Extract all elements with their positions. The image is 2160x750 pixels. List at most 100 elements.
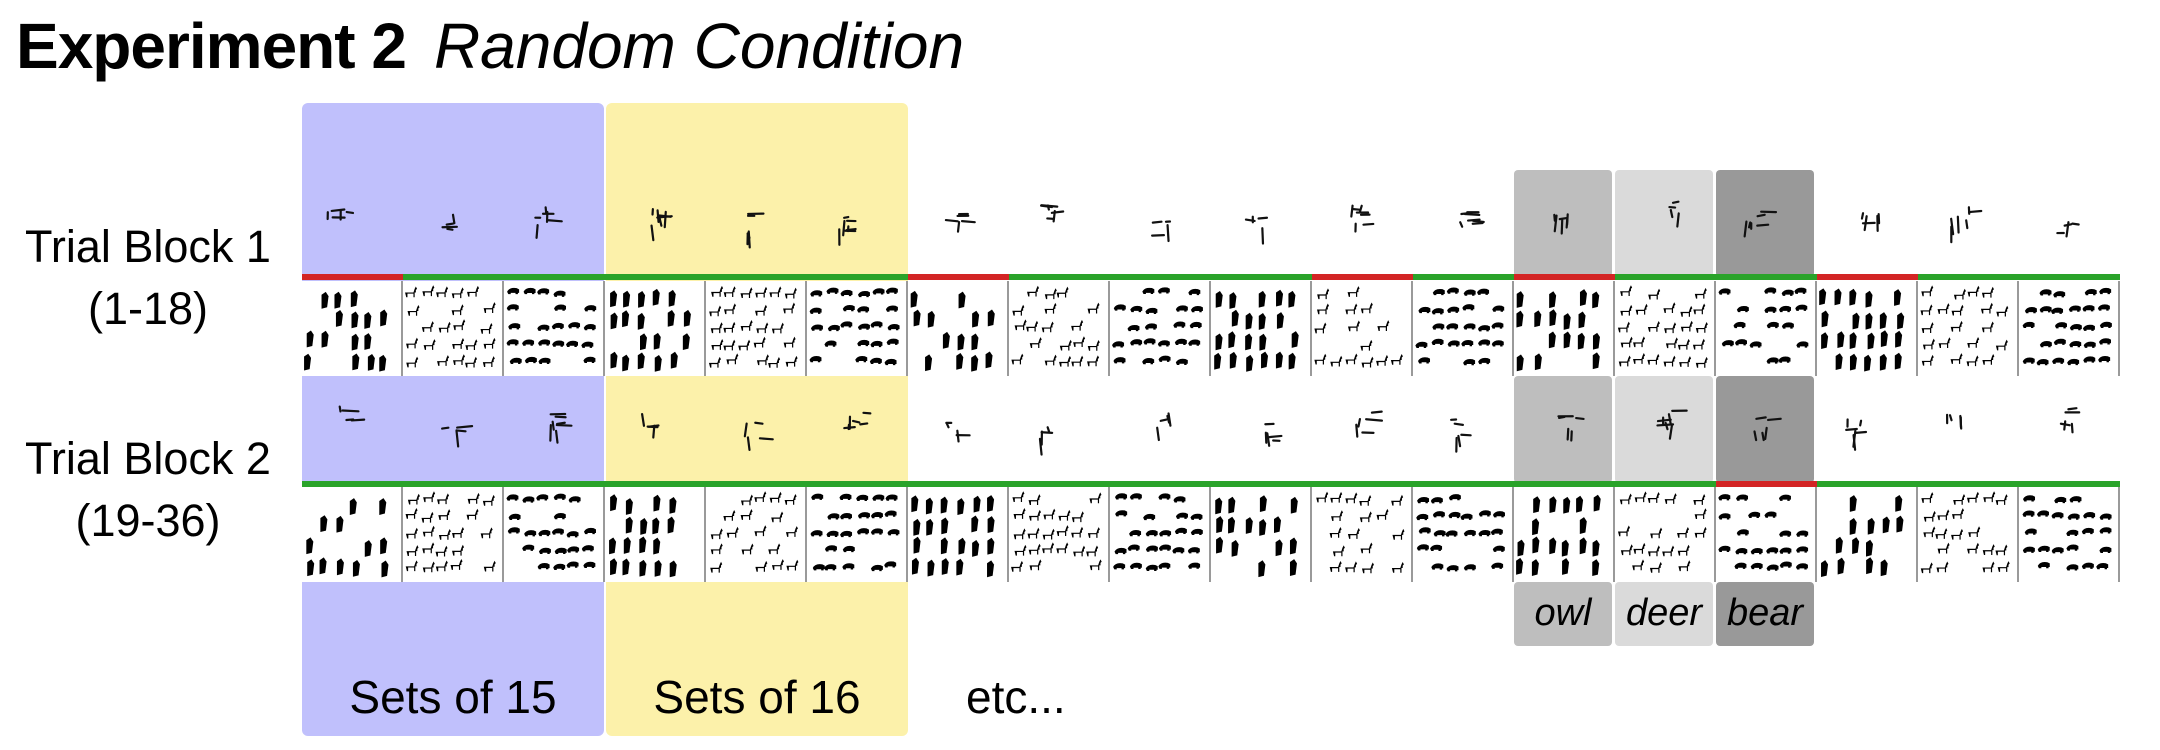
animal-grid-owl xyxy=(605,281,704,376)
animal-grid-owl xyxy=(1211,487,1310,582)
feedback-bar-correct xyxy=(1615,481,1716,487)
feedback-bar-correct xyxy=(2019,481,2120,487)
word-symbol xyxy=(721,398,791,458)
grid-separator xyxy=(1815,281,1817,376)
animal-grid-bear xyxy=(807,281,906,376)
grid-separator xyxy=(2118,487,2120,582)
block-1-title: Trial Block 1 xyxy=(25,221,271,272)
word-symbol xyxy=(1428,398,1498,458)
animal-grid-owl xyxy=(908,281,1007,376)
animal-grid-deer xyxy=(403,281,502,376)
animal-grid-deer xyxy=(1615,281,1714,376)
grid-separator xyxy=(2118,281,2120,376)
grid-separator xyxy=(906,281,908,376)
sets-of-16-region xyxy=(606,103,908,736)
feedback-bar-correct xyxy=(908,481,1009,487)
grid-separator xyxy=(2017,487,2019,582)
word-symbol xyxy=(317,398,387,458)
deer-column-block-2 xyxy=(1615,376,1713,483)
block-2-label: Trial Block 2 (19-36) xyxy=(0,428,296,552)
word-symbol xyxy=(923,398,993,458)
deer-column-block-1 xyxy=(1615,170,1713,277)
feedback-bar-correct xyxy=(1615,274,1716,280)
grid-separator xyxy=(1613,487,1615,582)
animal-grid-owl xyxy=(302,281,401,376)
animal-grid-deer xyxy=(1918,487,2017,582)
feedback-bar-correct xyxy=(403,481,504,487)
animal-grid-deer xyxy=(403,487,502,582)
animal-grid-bear xyxy=(504,281,603,376)
sets-of-16-label: Sets of 16 xyxy=(653,671,861,723)
feedback-bar-incorrect xyxy=(1817,274,1918,280)
deer-label-box: deer xyxy=(1615,582,1713,646)
animal-grid-deer xyxy=(1009,487,1108,582)
word-symbol xyxy=(2034,398,2104,458)
feedback-bar-correct xyxy=(1211,274,1312,280)
feedback-bar-correct xyxy=(1211,481,1312,487)
block-2-title: Trial Block 2 xyxy=(25,433,271,484)
feedback-bar-correct xyxy=(1009,481,1110,487)
word-symbol xyxy=(1933,192,2003,252)
feedback-bar-correct xyxy=(1918,274,2019,280)
word-symbol xyxy=(1125,192,1195,252)
animal-grid-owl xyxy=(1514,487,1613,582)
word-symbol xyxy=(1630,192,1700,252)
block-1-range: (1-18) xyxy=(87,283,209,334)
animal-grid-deer xyxy=(1009,281,1108,376)
word-symbol xyxy=(822,398,892,458)
animal-grid-bear xyxy=(1110,487,1209,582)
feedback-bar-correct xyxy=(706,274,807,280)
grid-separator xyxy=(1209,487,1211,582)
sets-of-15-label: Sets of 15 xyxy=(349,671,557,723)
word-symbol xyxy=(1731,192,1801,252)
animal-grid-owl xyxy=(908,487,1007,582)
bear-label: bear xyxy=(1726,592,1804,634)
word-symbol xyxy=(923,192,993,252)
animal-grid-bear xyxy=(2019,487,2118,582)
bear-column-block-1 xyxy=(1716,170,1814,277)
animal-grid-deer xyxy=(1312,281,1411,376)
grid-separator xyxy=(1714,281,1716,376)
feedback-bar-correct xyxy=(1110,481,1211,487)
word-symbol xyxy=(418,398,488,458)
feedback-bar-correct xyxy=(1413,481,1514,487)
feedback-bar-correct xyxy=(807,481,908,487)
title-condition: Random Condition xyxy=(433,10,965,82)
animal-grid-owl xyxy=(1817,281,1916,376)
animal-grid-bear xyxy=(1716,281,1815,376)
word-symbol xyxy=(1731,398,1801,458)
grid-separator xyxy=(1310,487,1312,582)
feedback-bar-correct xyxy=(504,274,605,280)
feedback-bar-incorrect xyxy=(908,274,1009,280)
grid-separator xyxy=(603,487,605,582)
feedback-bar-correct xyxy=(605,274,706,280)
grid-separator xyxy=(1411,487,1413,582)
word-symbol xyxy=(1630,398,1700,458)
feedback-bar-correct xyxy=(2019,274,2120,280)
word-symbol xyxy=(2034,192,2104,252)
grid-separator xyxy=(1613,281,1615,376)
feedback-bar-correct xyxy=(1009,274,1110,280)
animal-grid-bear xyxy=(2019,281,2118,376)
word-symbol xyxy=(519,192,589,252)
animal-grid-bear xyxy=(807,487,906,582)
grid-separator xyxy=(1916,487,1918,582)
word-symbol xyxy=(1327,398,1397,458)
grid-separator xyxy=(805,487,807,582)
grid-separator xyxy=(1512,281,1514,376)
grid-separator xyxy=(1512,487,1514,582)
word-symbol xyxy=(620,192,690,252)
feedback-bar-incorrect xyxy=(1312,274,1413,280)
animal-grid-deer xyxy=(1615,487,1714,582)
word-symbol xyxy=(1529,192,1599,252)
grid-separator xyxy=(1108,281,1110,376)
word-symbol xyxy=(1529,398,1599,458)
owl-label: owl xyxy=(1534,592,1592,634)
feedback-bar-correct xyxy=(605,481,706,487)
animal-grid-owl xyxy=(302,487,401,582)
animal-grid-owl xyxy=(605,487,704,582)
word-symbol xyxy=(1024,192,1094,252)
owl-label-box: owl xyxy=(1514,582,1612,646)
feedback-bar-correct xyxy=(1413,274,1514,280)
grid-separator xyxy=(704,487,706,582)
